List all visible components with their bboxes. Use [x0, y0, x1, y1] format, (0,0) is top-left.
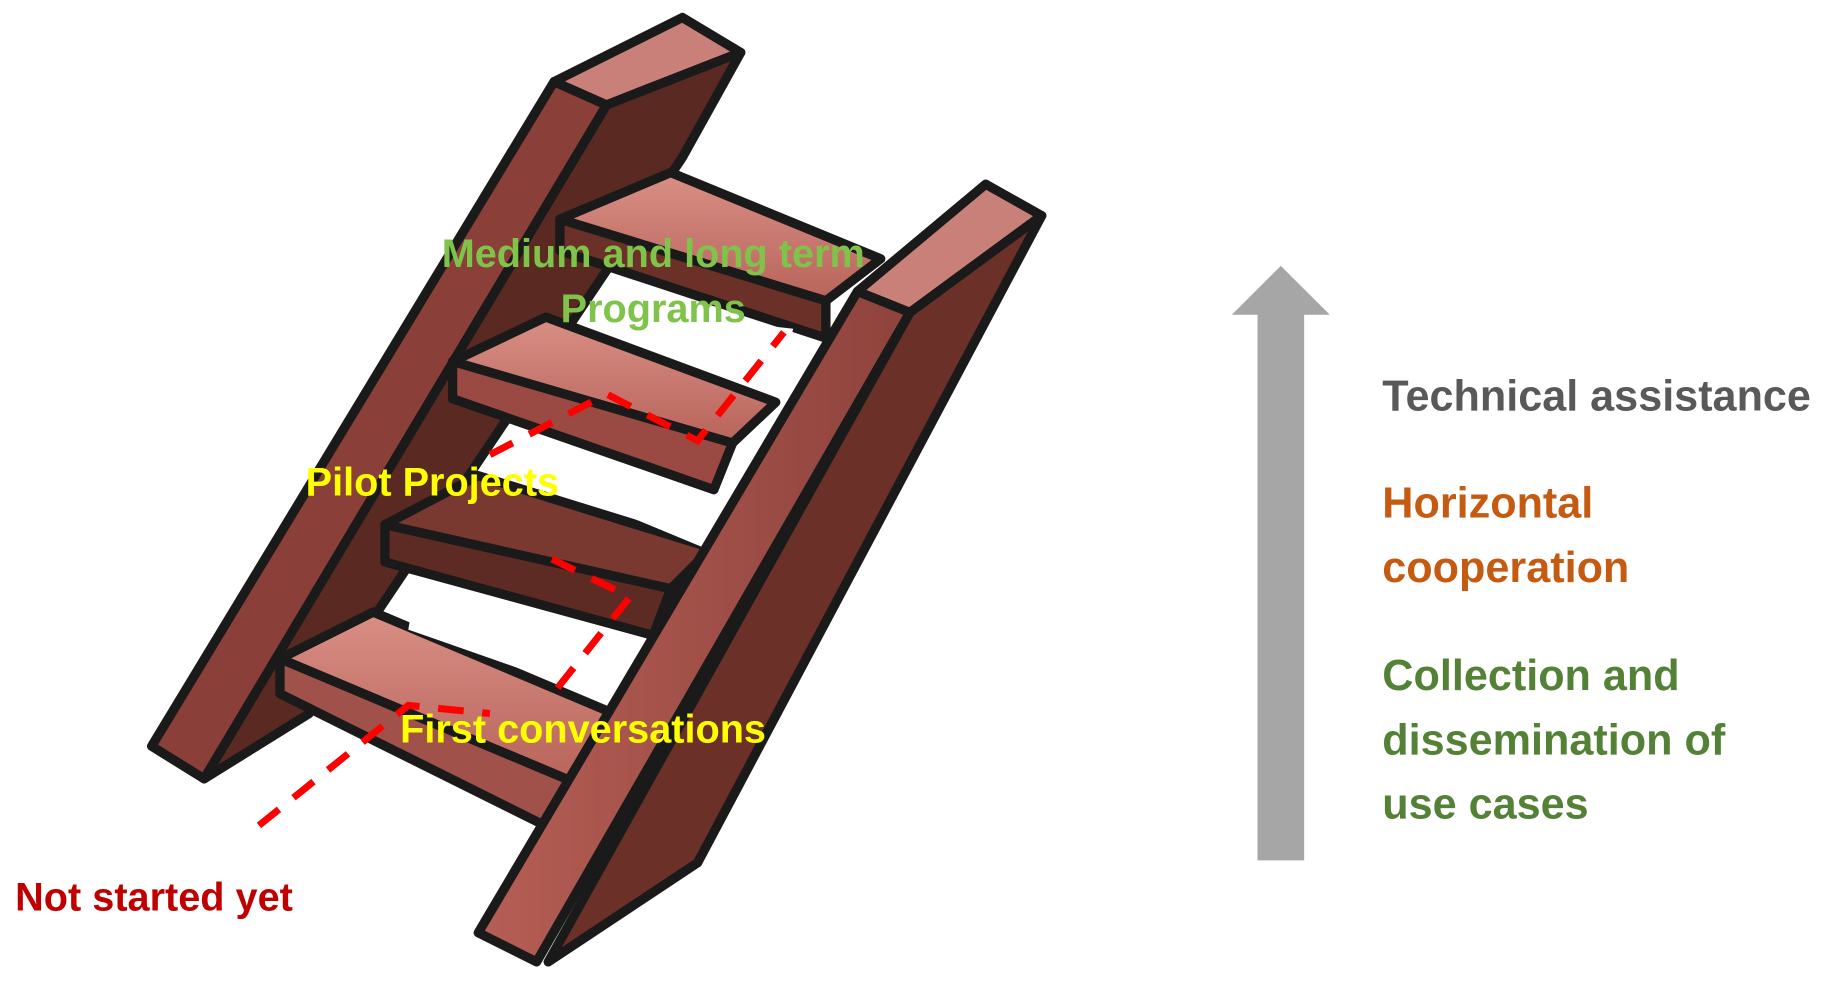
label-horizontal-line2: cooperation — [1382, 535, 1629, 599]
label-technical-assistance: Technical assistance — [1382, 364, 1811, 428]
label-collection-line1: Collection and — [1382, 644, 1725, 708]
label-collection-line2: dissemination of — [1382, 708, 1725, 772]
label-medium-long-term: Medium and long term Programs — [420, 231, 887, 333]
label-medium-long-term-line2: Programs — [420, 285, 887, 333]
label-first-conversations: First conversations — [400, 707, 766, 755]
label-collection-line3: use cases — [1382, 772, 1725, 836]
label-horizontal-line1: Horizontal — [1382, 471, 1629, 535]
label-collection-dissemination: Collection and dissemination of use case… — [1382, 644, 1725, 836]
label-not-started-yet: Not started yet — [15, 874, 293, 922]
label-horizontal-cooperation: Horizontal cooperation — [1382, 471, 1629, 599]
label-pilot-projects: Pilot Projects — [306, 459, 559, 507]
label-medium-long-term-line1: Medium and long term — [420, 231, 887, 279]
